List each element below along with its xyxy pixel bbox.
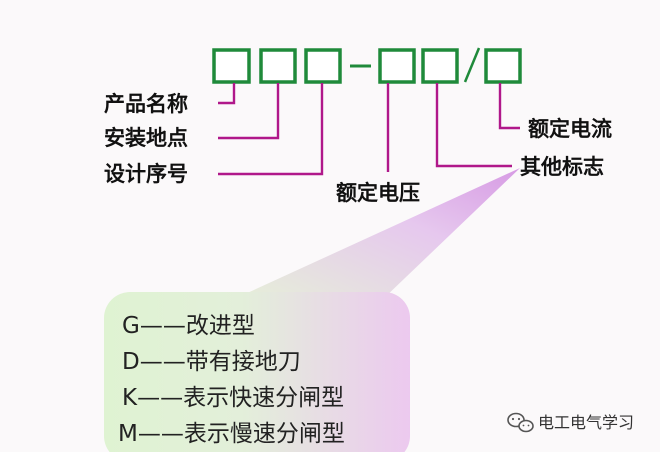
- leader-line-rated-current: [498, 83, 520, 130]
- leader-line-install-location: [218, 83, 280, 140]
- callout-bubble: [104, 168, 520, 452]
- code-box-3: [304, 48, 342, 84]
- code-box-1: [212, 48, 251, 84]
- callout-item-d: D——带有接地刀: [122, 349, 301, 375]
- leader-line-other-mark: [435, 83, 512, 168]
- code-box-2: [259, 48, 297, 84]
- callout-code: D: [122, 349, 140, 375]
- wechat-icon: [507, 412, 534, 433]
- field-label-install-location: 安装地点: [104, 126, 188, 150]
- callout-item-g: G——改进型: [122, 313, 255, 339]
- callout-code: M: [118, 421, 138, 447]
- callout-tail: [232, 168, 520, 300]
- code-box-5: [421, 48, 459, 84]
- leader-lines: [218, 83, 520, 176]
- field-label-design-number: 设计序号: [104, 162, 188, 186]
- field-label-rated-voltage: 额定电压: [336, 181, 420, 205]
- code-box-4: [378, 48, 416, 84]
- callout-meaning: ——表示快速分闸型: [137, 385, 344, 411]
- field-label-rated-current: 额定电流: [528, 117, 612, 141]
- callout-list: G——改进型 D——带有接地刀 K——表示快速分闸型 M——表示慢速分闸型: [118, 313, 345, 447]
- callout-item-m: M——表示慢速分闸型: [118, 421, 345, 447]
- callout-meaning: ——表示慢速分闸型: [138, 421, 345, 447]
- watermark: 电工电气学习: [507, 412, 634, 433]
- slash-separator: [463, 47, 481, 83]
- callout-box: [104, 292, 410, 452]
- callout-code: G: [122, 313, 140, 339]
- field-label-other-mark: 其他标志: [520, 155, 604, 179]
- code-box-6: [484, 48, 522, 84]
- leader-line-design-number: [218, 83, 324, 176]
- field-label-product-name: 产品名称: [104, 92, 188, 116]
- callout-meaning: ——带有接地刀: [140, 349, 301, 375]
- leader-line-product-name: [218, 83, 236, 105]
- code-pattern: [212, 47, 522, 84]
- callout-code: K: [122, 385, 138, 411]
- callout-meaning: ——改进型: [140, 313, 255, 339]
- field-labels: 产品名称 安装地点 设计序号 额定电压 其他标志 额定电流: [104, 92, 612, 205]
- callout-item-k: K——表示快速分闸型: [122, 385, 344, 411]
- watermark-text: 电工电气学习: [538, 413, 634, 432]
